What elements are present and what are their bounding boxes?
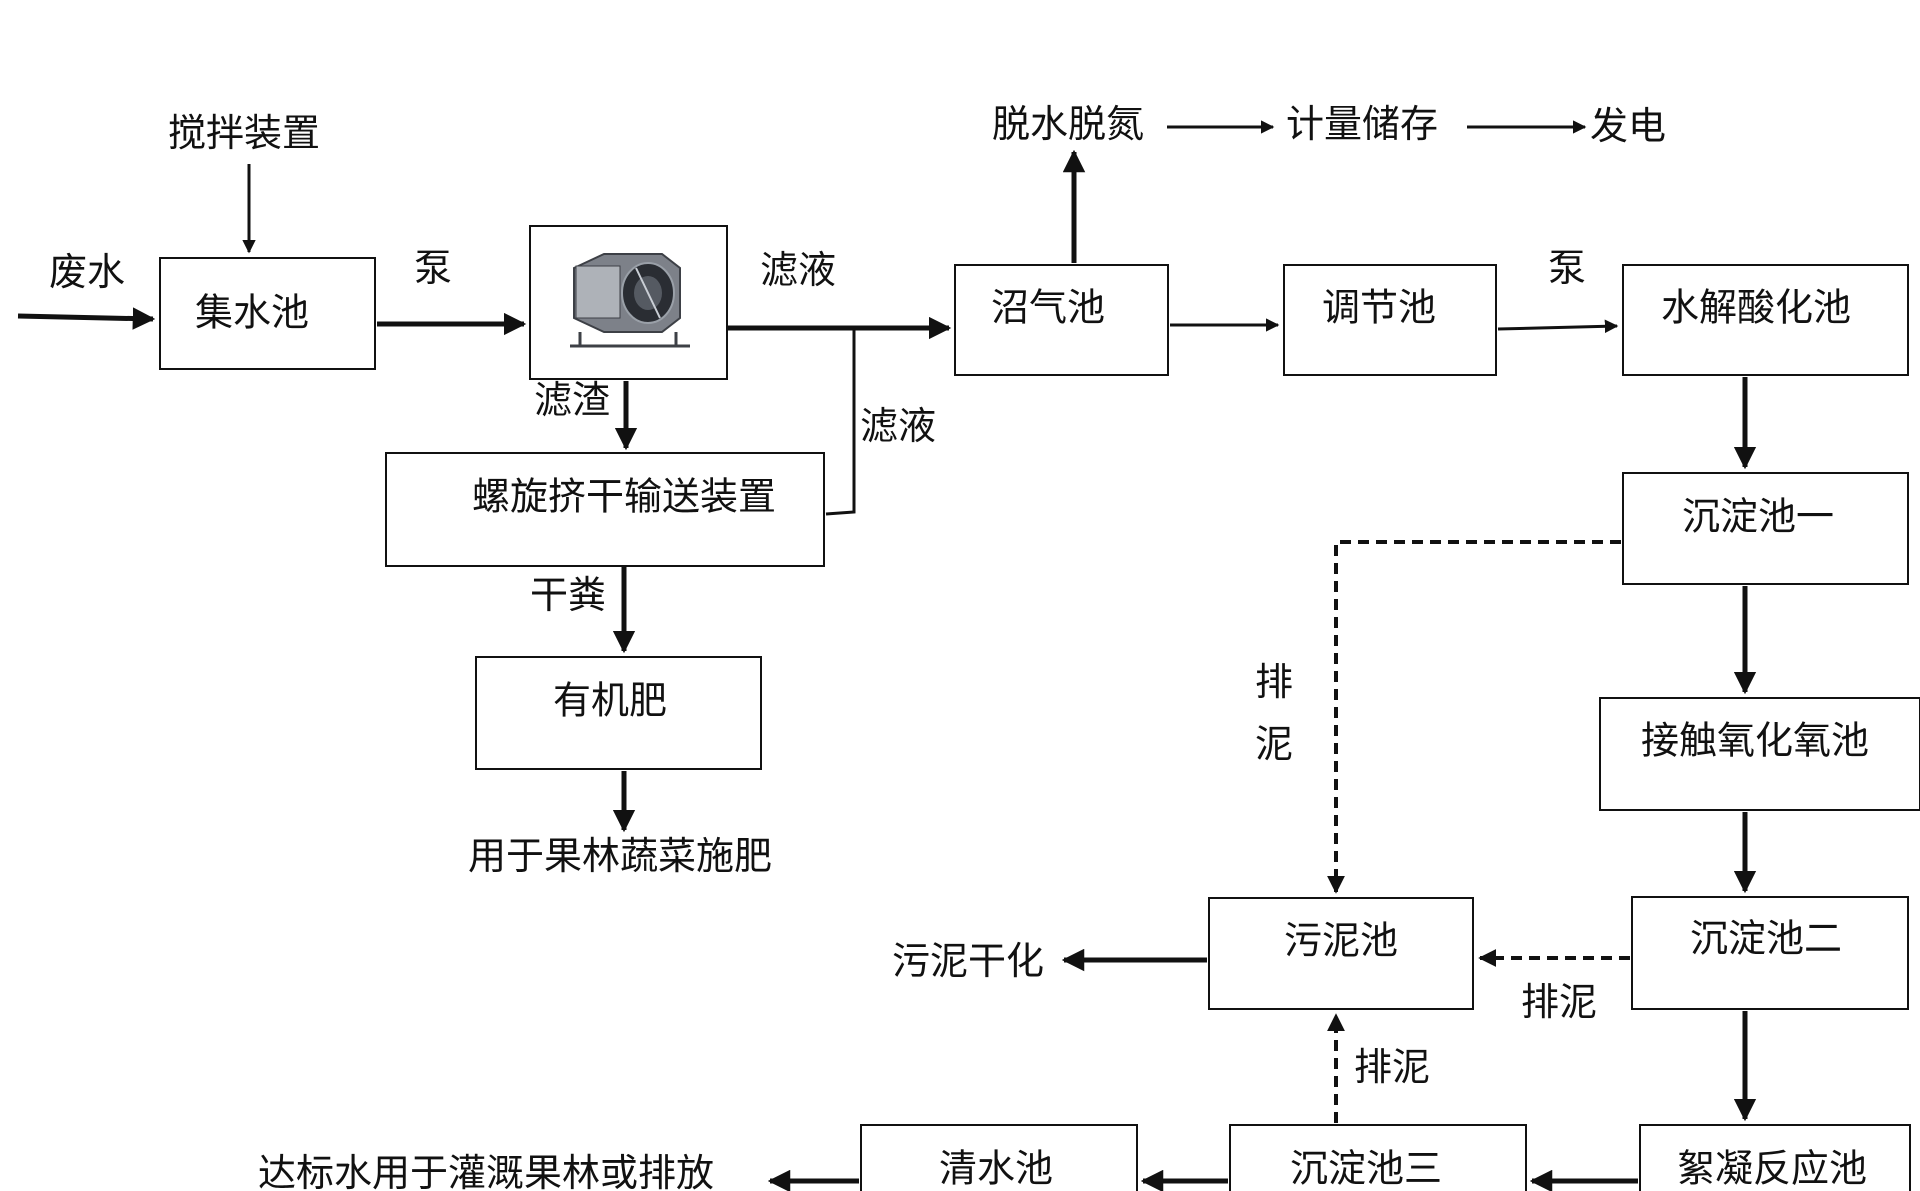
label-sludge-discharge-v2: 泥 [1255,722,1293,766]
svg-text:污泥池: 污泥池 [1284,919,1398,963]
svg-text:螺旋挤干输送装置: 螺旋挤干输送装置 [472,475,776,519]
node-biogas-tank: 沼气池 [954,264,1169,376]
label-pump-2: 泵 [1548,246,1586,290]
label-sludge-discharge-s2: 排泥 [1521,980,1597,1024]
label-pump-1: 泵 [414,246,452,290]
label-power-generation: 发电 [1590,104,1666,148]
svg-text:絮凝反应池: 絮凝反应池 [1677,1147,1867,1191]
edge-wastewater-in [17,307,156,330]
node-hydrolysis-tank: 水解酸化池 [1622,264,1909,376]
label-effluent-use: 达标水用于灌溉果林或排放 [258,1151,714,1191]
svg-text:沼气池: 沼气池 [991,286,1105,330]
node-clear-water-tank: 清水池 [860,1124,1138,1191]
node-regulating-tank: 调节池 [1283,264,1497,376]
node-screw-press: 螺旋挤干输送装置 [385,452,825,567]
label-sludge-drying: 污泥干化 [892,939,1044,983]
label-stirring-device: 搅拌装置 [168,111,320,155]
node-separator-machine [529,225,728,380]
label-filtrate-2: 滤液 [860,404,936,448]
separator-machine-image [570,253,690,348]
svg-text:沉淀池一: 沉淀池一 [1682,495,1834,539]
svg-text:集水池: 集水池 [195,291,309,335]
label-filter-residue: 滤渣 [534,378,610,422]
svg-text:有机肥: 有机肥 [553,679,667,723]
label-sludge-discharge-v1: 排 [1255,660,1293,704]
svg-text:水解酸化池: 水解酸化池 [1661,286,1851,330]
edge-screw-press-filtrate-return [825,330,856,516]
label-wastewater: 废水 [49,250,125,294]
label-metering-storage: 计量储存 [1286,102,1438,146]
svg-text:调节池: 调节池 [1322,286,1436,330]
node-sedimentation-1: 沉淀池一 [1622,472,1909,585]
edge-sedimentation-1-sludge-dashed [1327,540,1621,894]
svg-text:接触氧化氧池: 接触氧化氧池 [1641,719,1869,763]
label-dehydration: 脱水脱氮 [992,102,1144,146]
edge-regulating-to-hydrolysis [1497,319,1619,334]
label-filtrate-1: 滤液 [760,248,836,292]
node-collection-tank: 集水池 [159,257,376,370]
label-dry-manure: 干粪 [530,573,606,617]
node-contact-oxidation: 接触氧化氧池 [1599,697,1920,811]
node-sedimentation-2: 沉淀池二 [1631,896,1909,1010]
svg-text:沉淀池三: 沉淀池三 [1290,1147,1442,1191]
label-fertilize-use: 用于果林蔬菜施肥 [468,834,772,878]
svg-text:清水池: 清水池 [939,1147,1053,1191]
node-sludge-tank: 污泥池 [1208,897,1474,1010]
node-organic-fertilizer: 有机肥 [475,656,762,770]
svg-text:沉淀池二: 沉淀池二 [1690,917,1842,961]
node-flocculation-tank: 絮凝反应池 [1639,1124,1911,1191]
label-sludge-discharge-s3: 排泥 [1354,1045,1430,1089]
node-sedimentation-3: 沉淀池三 [1229,1124,1527,1191]
